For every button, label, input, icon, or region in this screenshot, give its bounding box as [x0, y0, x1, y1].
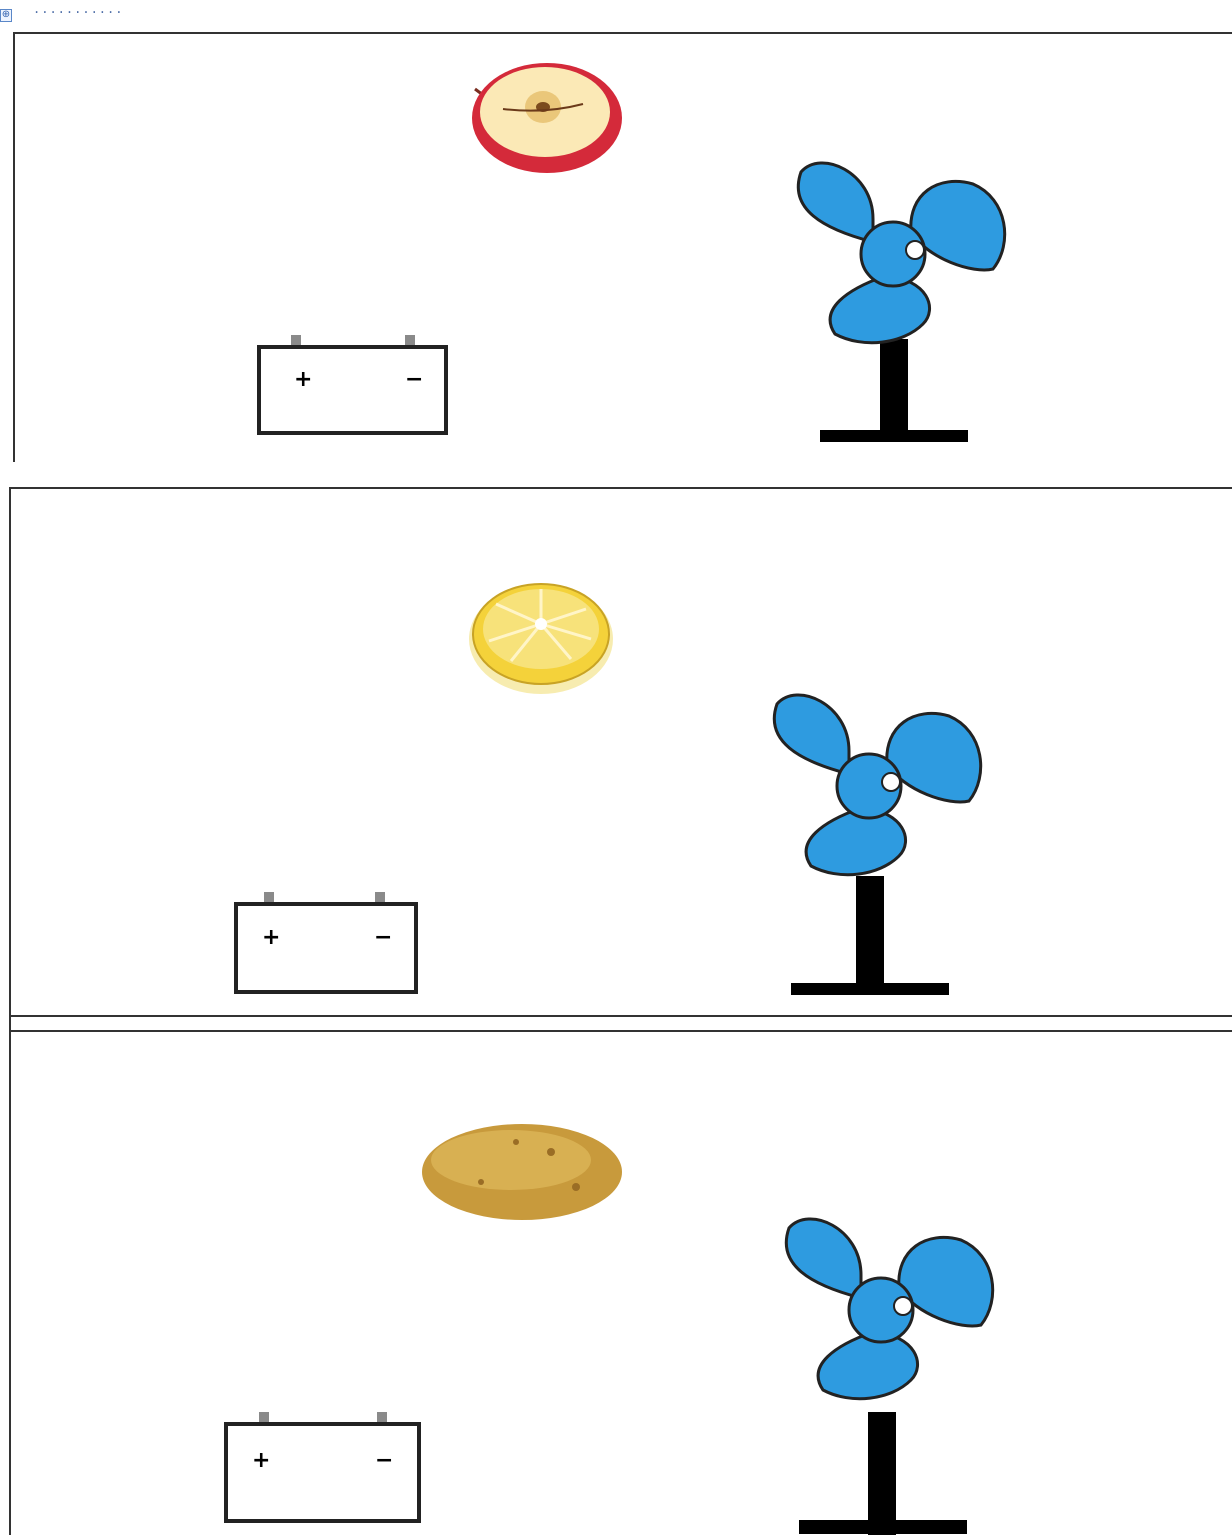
battery-minus-label: −	[405, 367, 423, 392]
table-move-handle-icon[interactable]: ⊕	[0, 9, 12, 22]
battery-minus-label: −	[374, 925, 392, 950]
battery-icon: + −	[259, 335, 446, 433]
panel-potato: + −	[9, 1030, 1232, 1535]
panel-1-drawing: + −	[15, 34, 1232, 462]
panel-2-drawing: + −	[11, 489, 1232, 1015]
battery-minus-label: −	[375, 1448, 393, 1473]
fan-icon	[774, 695, 980, 995]
battery-icon: + −	[226, 1412, 419, 1521]
panel-3-drawing: + −	[11, 1032, 1232, 1535]
header-dots: ...........	[33, 2, 123, 16]
battery-icon: + −	[236, 892, 416, 992]
fan-icon	[798, 163, 1004, 442]
lemon-half-icon	[469, 584, 613, 694]
panel-lemon: + −	[9, 487, 1232, 1017]
panel-apple: + −	[13, 32, 1232, 462]
battery-plus-label: +	[262, 925, 280, 950]
potato-icon	[422, 1124, 622, 1220]
apple-half-icon	[472, 63, 622, 173]
fan-icon	[786, 1219, 992, 1535]
battery-plus-label: +	[252, 1448, 270, 1473]
battery-plus-label: +	[294, 367, 312, 392]
table-row-separator	[9, 1012, 1232, 1030]
